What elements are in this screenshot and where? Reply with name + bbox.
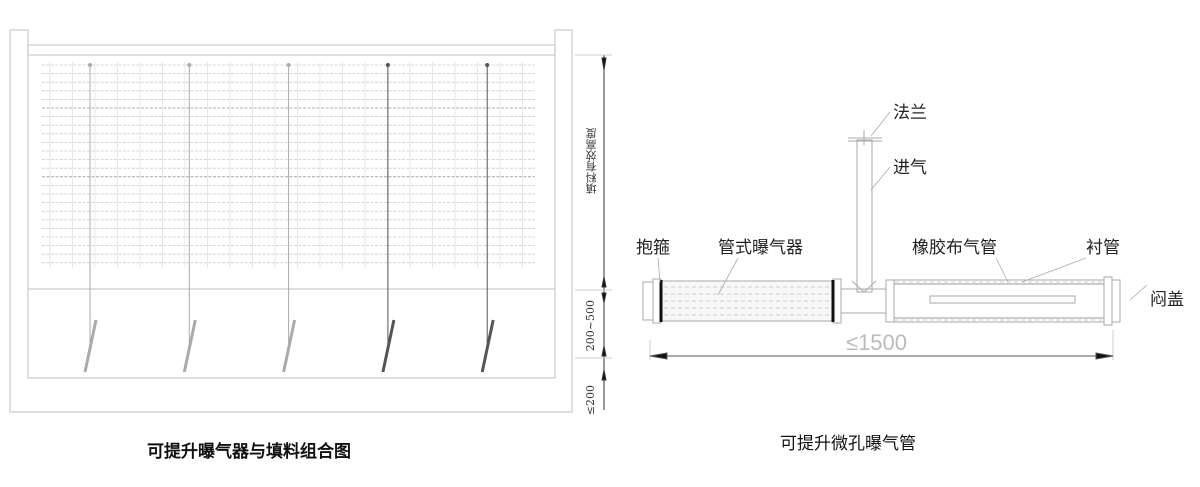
left-caption: 可提升曝气器与填料组合图 [147, 442, 351, 462]
label-liner-pipe: 衬管 [1086, 238, 1120, 258]
diffuser-assembly [642, 130, 1121, 326]
pipe-top-joint [187, 63, 192, 67]
bottom-dim-label: ≤200 [584, 385, 597, 416]
clamp-bands [659, 280, 835, 322]
pipe-top-joint [385, 63, 390, 67]
label-tube-diffuser: 管式曝气器 [718, 238, 803, 258]
label-end-cap: 闷盖 [1150, 290, 1184, 310]
pipe-top-joint [286, 63, 291, 67]
right-caption: 可提升微孔曝气管 [780, 434, 916, 454]
packing-height-dim-label: 填料有效高度 [585, 128, 598, 194]
pipe-diffuser [182, 319, 197, 373]
pipe-top-joint [485, 63, 490, 67]
label-air-inlet: 进气 [893, 158, 927, 178]
pipe-diffuser [381, 319, 396, 373]
pipe-diffuser [83, 319, 98, 373]
label-rubber-membrane: 橡胶布气管 [912, 238, 997, 258]
pipe-diffuser [480, 319, 495, 373]
length-dimension [649, 330, 1114, 360]
dimension-lines-left [575, 54, 612, 410]
packing-grid [42, 62, 535, 268]
label-clamp: 抱箍 [636, 238, 670, 258]
lift-aerator-pipes [83, 63, 495, 373]
pipe-diffuser [282, 319, 297, 373]
leader-lines [657, 111, 1148, 301]
gap-dim-label: 200~500 [584, 300, 597, 352]
tank-frame [9, 29, 573, 413]
length-dim-label: ≤1500 [846, 330, 908, 355]
label-flange: 法兰 [893, 103, 927, 123]
pipe-top-joint [88, 63, 92, 67]
